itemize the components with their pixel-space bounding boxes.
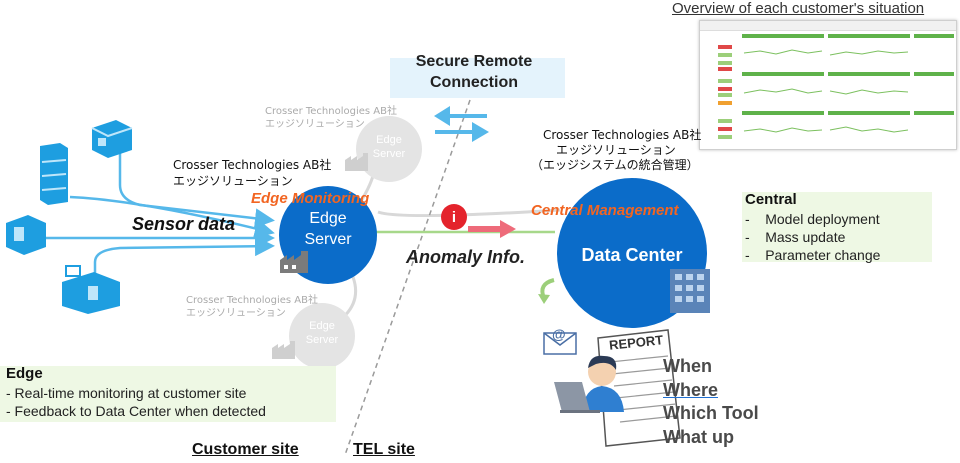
datacenter-subtitle: （エッジシステムの統合管理） (531, 158, 699, 172)
edge-item: - Feedback to Data Center when detected (6, 403, 266, 419)
factory-icon (272, 341, 295, 359)
central-heading: Central (745, 191, 797, 208)
data-center-label: Data Center (581, 245, 683, 265)
sensor-device-icon (6, 215, 46, 255)
edge-server-top-company: Crosser Technologies AB社 (265, 106, 397, 117)
edge-server-bottom-company: Crosser Technologies AB社 (186, 295, 318, 306)
tel-site-label: TEL site (353, 441, 415, 458)
sensor-device-icon (40, 143, 68, 205)
edge-server-bottom-solution: エッジソリューション (186, 308, 286, 319)
email-icon (543, 332, 577, 355)
factory-icon (345, 153, 368, 171)
remote-title-line2: Connection (430, 74, 518, 91)
anomaly-alert-icon (441, 204, 467, 230)
central-management-title: Central Management (531, 202, 679, 219)
edge-panel (0, 366, 336, 422)
report-question: Which Tool (663, 403, 759, 423)
factory-icon (280, 251, 308, 273)
edge-server-top-label1: Edge (376, 134, 402, 146)
edge-server-bottom-label2: Server (305, 334, 339, 346)
edge-item: - Real-time monitoring at customer site (6, 385, 247, 401)
edge-server-top-solution: エッジソリューション (265, 119, 365, 130)
edge-server-top-label2: Server (372, 148, 406, 160)
edge-monitoring-title: Edge Monitoring (251, 190, 370, 207)
anomaly-arrow-icon (468, 220, 516, 238)
building-icon (670, 269, 710, 313)
edge-server-label2: Server (304, 231, 352, 248)
sensor-device-icon (91, 120, 133, 158)
datacenter-company: Crosser Technologies AB社 (543, 128, 702, 142)
main-edge-solution: エッジソリューション (173, 174, 293, 188)
remote-title-highlight (390, 58, 565, 98)
email-at-glyph: @ (552, 326, 566, 342)
edge-server-label1: Edge (309, 210, 347, 227)
central-item: - Mass update (745, 229, 846, 245)
bidirectional-arrows-icon (434, 106, 489, 142)
sensor-data-label: Sensor data (132, 214, 236, 234)
overview-title: Overview of each customer's situation (672, 0, 925, 17)
edge-server-bottom-label1: Edge (309, 320, 335, 332)
overview-dashboard-thumbnail (699, 20, 957, 150)
report-question: What up (663, 427, 734, 447)
sensor-device-icon (62, 265, 120, 314)
person-with-laptop-icon (554, 355, 624, 413)
datacenter-solution: エッジソリューション (556, 143, 676, 157)
anomaly-label: Anomaly Info. (406, 247, 526, 267)
customer-site-label: Customer site (192, 441, 299, 458)
download-arrow-icon (538, 278, 555, 304)
report-question: When (663, 356, 712, 376)
anomaly-alert-glyph: i (451, 209, 457, 226)
main-edge-company: Crosser Technologies AB社 (173, 158, 332, 172)
report-paper-icon (597, 329, 681, 447)
edge-heading: Edge (6, 365, 43, 382)
central-panel (742, 192, 932, 262)
report-question: Where (663, 380, 719, 400)
central-item: - Model deployment (745, 211, 880, 227)
edge-server-bottom-circle (289, 303, 355, 369)
central-item: - Parameter change (745, 247, 881, 263)
remote-title-line1: Secure Remote (415, 53, 533, 70)
